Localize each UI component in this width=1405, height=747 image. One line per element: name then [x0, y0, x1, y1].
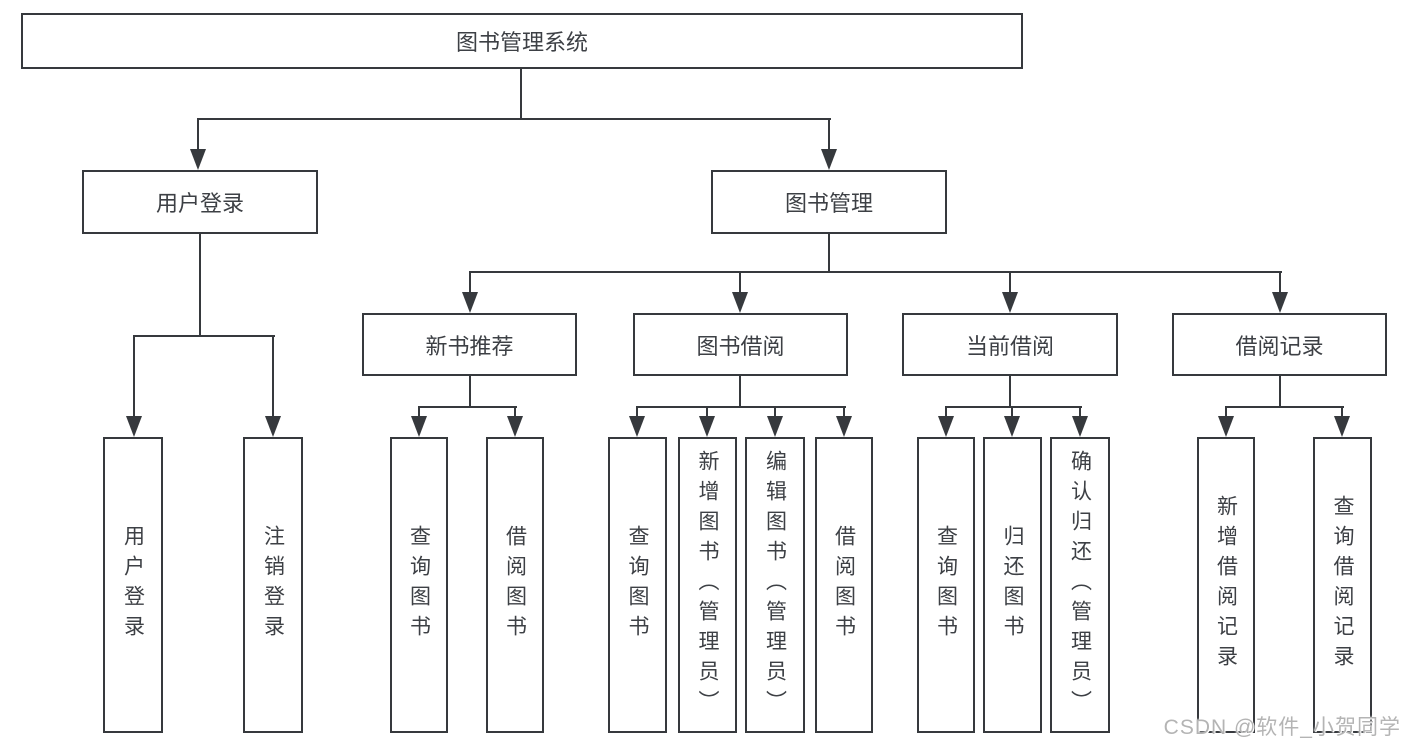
- connector-line: [514, 406, 516, 418]
- connector-line: [520, 69, 522, 118]
- connector-line: [1279, 376, 1281, 408]
- arrow-down-icon: [1334, 416, 1350, 437]
- connector-line: [469, 271, 1282, 273]
- connector-line: [469, 376, 471, 408]
- arrow-down-icon: [411, 416, 427, 437]
- arrow-down-icon: [821, 149, 837, 170]
- connector-line: [418, 406, 420, 418]
- arrow-down-icon: [1072, 416, 1088, 437]
- node-library-management-system: 图书管理系统: [21, 13, 1023, 69]
- connector-line: [1279, 271, 1281, 294]
- connector-line: [199, 234, 201, 335]
- node-leaf-confirm-return-admin: 确认归还（管理员）: [1050, 437, 1110, 733]
- arrow-down-icon: [265, 416, 281, 437]
- connector-line: [774, 406, 776, 418]
- node-leaf-add-borrow-record: 新增借阅记录: [1197, 437, 1255, 733]
- csdn-watermark: CSDN @软件_小贺同学: [1163, 716, 1401, 739]
- node-new-book-recommendation: 新书推荐: [362, 313, 577, 376]
- connector-line: [739, 271, 741, 294]
- arrow-down-icon: [1002, 292, 1018, 313]
- connector-line: [272, 335, 274, 418]
- node-leaf-query-books-3: 查询图书: [917, 437, 975, 733]
- node-leaf-borrow-books-2: 借阅图书: [815, 437, 873, 733]
- node-book-management-branch: 图书管理: [711, 170, 947, 234]
- arrow-down-icon: [1272, 292, 1288, 313]
- connector-line: [706, 406, 708, 418]
- node-book-borrowing: 图书借阅: [633, 313, 848, 376]
- arrow-down-icon: [507, 416, 523, 437]
- connector-line: [828, 234, 830, 273]
- connector-line: [1011, 406, 1013, 418]
- node-leaf-borrow-books-1: 借阅图书: [486, 437, 544, 733]
- connector-line: [197, 118, 199, 150]
- node-leaf-return-books: 归还图书: [983, 437, 1042, 733]
- node-leaf-add-books-admin: 新增图书（管理员）: [678, 437, 737, 733]
- node-leaf-user-login: 用户登录: [103, 437, 163, 733]
- node-leaf-query-books-1: 查询图书: [390, 437, 448, 733]
- arrow-down-icon: [629, 416, 645, 437]
- connector-line: [739, 376, 741, 408]
- arrow-down-icon: [126, 416, 142, 437]
- connector-line: [636, 406, 638, 418]
- arrow-down-icon: [1004, 416, 1020, 437]
- arrow-down-icon: [190, 149, 206, 170]
- arrow-down-icon: [462, 292, 478, 313]
- arrow-down-icon: [767, 416, 783, 437]
- connector-line: [1079, 406, 1081, 418]
- connector-line: [1341, 406, 1343, 418]
- connector-line: [418, 406, 517, 408]
- arrow-down-icon: [938, 416, 954, 437]
- arrow-down-icon: [1218, 416, 1234, 437]
- connector-line: [1225, 406, 1344, 408]
- node-current-borrowing: 当前借阅: [902, 313, 1118, 376]
- connector-line: [1009, 271, 1011, 294]
- node-leaf-query-borrow-record: 查询借阅记录: [1313, 437, 1372, 733]
- connector-line: [133, 335, 135, 418]
- connector-line: [469, 271, 471, 294]
- arrow-down-icon: [836, 416, 852, 437]
- connector-line: [197, 118, 831, 120]
- connector-line: [828, 118, 830, 150]
- node-leaf-logout: 注销登录: [243, 437, 303, 733]
- node-leaf-query-books-2: 查询图书: [608, 437, 667, 733]
- connector-line: [1225, 406, 1227, 418]
- connector-line: [945, 406, 1082, 408]
- connector-line: [843, 406, 845, 418]
- node-leaf-edit-books-admin: 编辑图书（管理员）: [745, 437, 805, 733]
- arrow-down-icon: [732, 292, 748, 313]
- node-borrowing-records: 借阅记录: [1172, 313, 1387, 376]
- connector-line: [1009, 376, 1011, 408]
- arrow-down-icon: [699, 416, 715, 437]
- connector-line: [133, 335, 275, 337]
- connector-line: [636, 406, 846, 408]
- node-user-login-branch: 用户登录: [82, 170, 318, 234]
- connector-line: [945, 406, 947, 418]
